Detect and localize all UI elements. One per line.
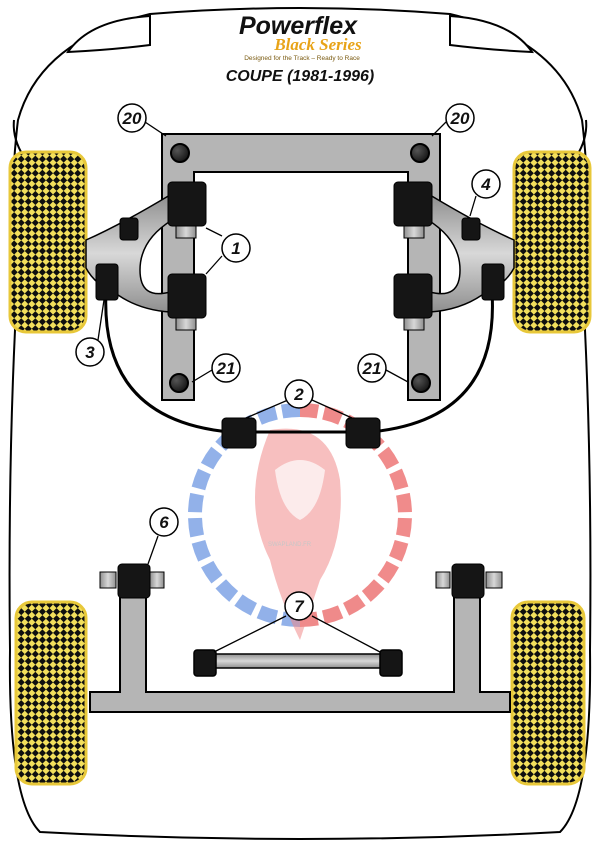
drop-link-bushes bbox=[95, 217, 505, 301]
wishbone-bushes-1 bbox=[167, 181, 433, 331]
callout-3: 3 bbox=[75, 337, 105, 367]
callout-20-left-label: 20 bbox=[122, 109, 142, 128]
callout-6: 6 bbox=[149, 507, 179, 537]
front-subframe bbox=[161, 133, 441, 401]
powerflex-logo: Powerflex Black Series Designed for the … bbox=[239, 12, 362, 62]
callout-2: 2 bbox=[284, 379, 314, 409]
callout-2-label: 2 bbox=[293, 385, 304, 404]
rear-bushes-6 bbox=[99, 563, 503, 599]
callout-21-left: 21 bbox=[211, 353, 241, 383]
callout-1-label: 1 bbox=[231, 239, 240, 258]
subframe-bush-20-left bbox=[170, 143, 190, 163]
callout-6-label: 6 bbox=[159, 513, 169, 532]
logo-brand-name: Powerflex bbox=[239, 12, 358, 40]
callout-21-left-label: 21 bbox=[216, 359, 236, 378]
subframe-bush-20-right bbox=[410, 143, 430, 163]
subframe-bush-21-right bbox=[411, 373, 431, 393]
logo-tagline: Designed for the Track – Ready to Race bbox=[244, 55, 360, 62]
callout-21-right: 21 bbox=[357, 353, 387, 383]
callout-7: 7 bbox=[284, 591, 314, 621]
callout-20-right: 20 bbox=[445, 103, 475, 133]
logo-series: Black Series bbox=[273, 35, 362, 54]
diagram-title: COUPE (1981-1996) bbox=[226, 68, 375, 85]
callout-4-label: 4 bbox=[480, 175, 491, 194]
anti-roll-bar-bushes-2 bbox=[221, 417, 381, 449]
front-left-tyre bbox=[8, 150, 88, 334]
rear-right-tyre bbox=[510, 600, 586, 786]
front-anti-roll-bar bbox=[104, 291, 494, 434]
callout-20-right-label: 20 bbox=[450, 109, 470, 128]
callout-1: 1 bbox=[221, 233, 251, 263]
watermark-text: SWAPLAND.FR bbox=[268, 542, 312, 548]
callout-3-label: 3 bbox=[85, 343, 95, 362]
callout-21-right-label: 21 bbox=[362, 359, 382, 378]
rear-track-rod-7 bbox=[193, 649, 403, 677]
callout-4: 4 bbox=[471, 169, 501, 199]
car-body-outline bbox=[8, 7, 592, 840]
callout-20-left: 20 bbox=[117, 103, 147, 133]
leader-lines bbox=[97, 121, 477, 653]
callout-7-label: 7 bbox=[294, 597, 305, 616]
rear-left-tyre bbox=[14, 600, 88, 786]
front-right-tyre bbox=[512, 150, 592, 334]
subframe-bush-21-left bbox=[169, 373, 189, 393]
